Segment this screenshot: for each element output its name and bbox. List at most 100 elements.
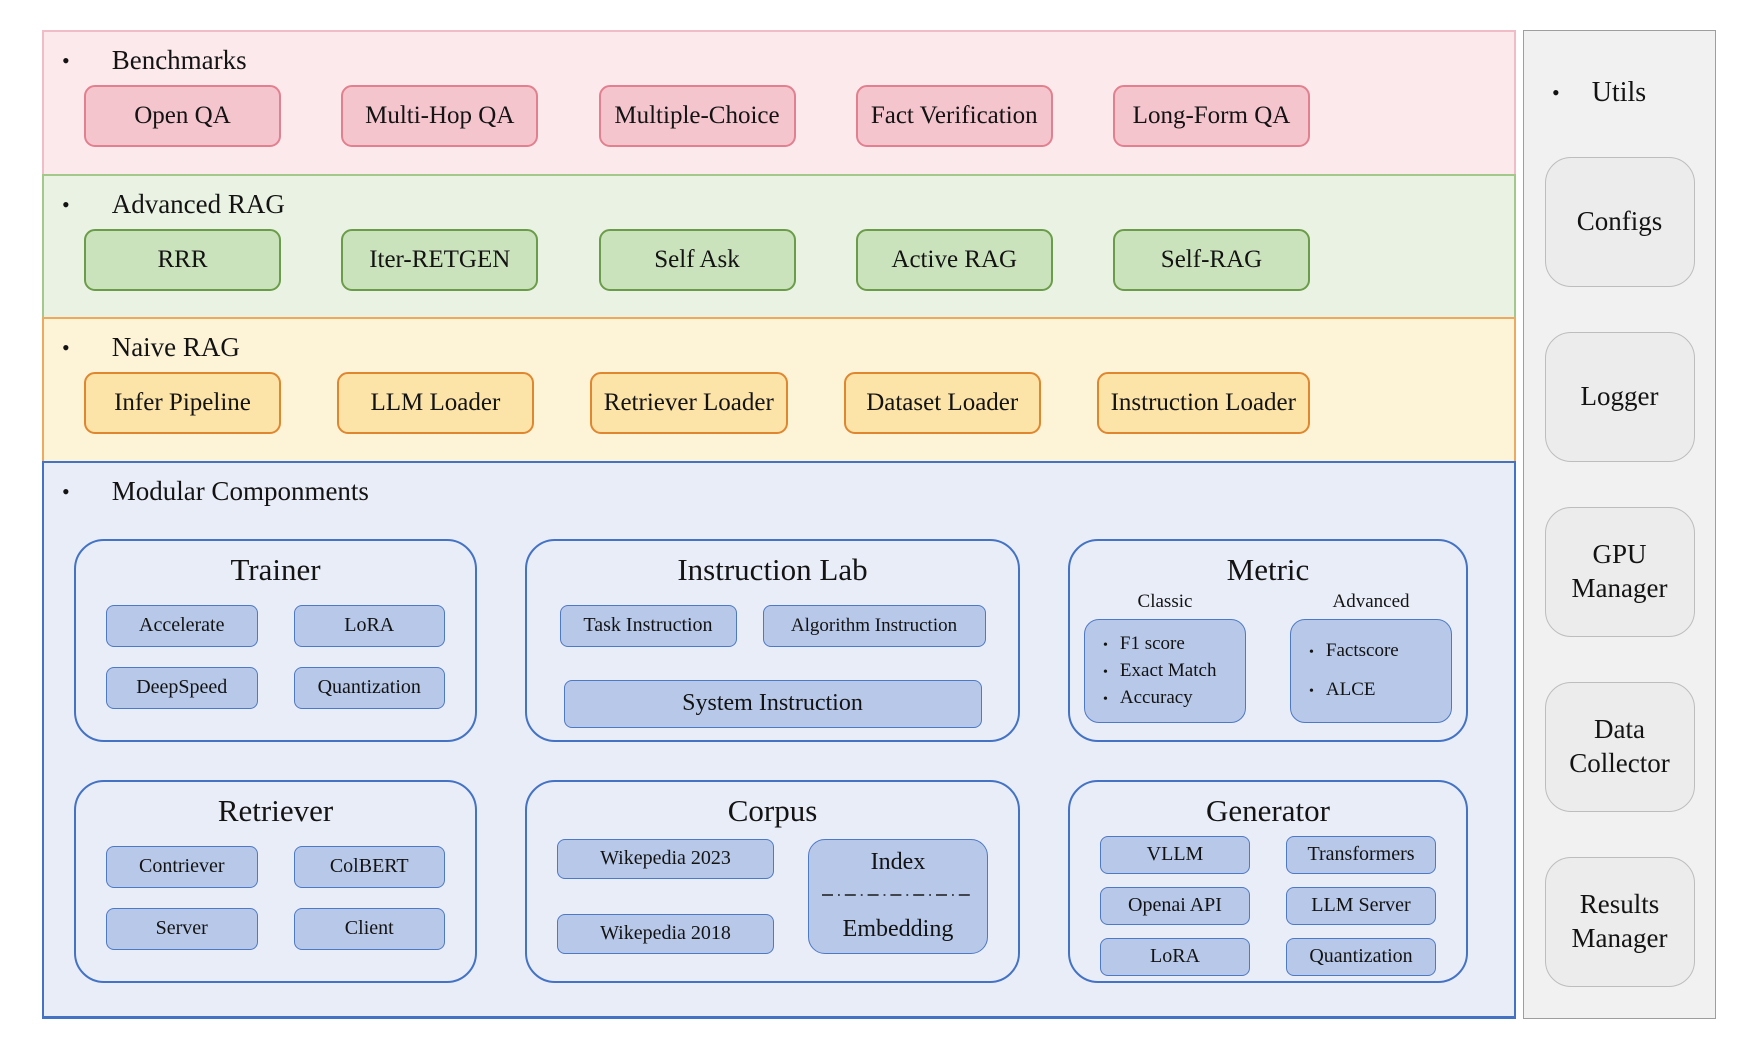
metric-item: • Factscore xyxy=(1299,640,1443,662)
node-multiple-choice: Multiple-Choice xyxy=(598,85,796,147)
modular-cards-grid: Trainer Accelerate LoRA DeepSpeed Quanti… xyxy=(44,539,1514,983)
card-title: Trainer xyxy=(230,552,321,587)
section-title-advanced-rag: • Advanced RAG xyxy=(44,176,1514,220)
node-self-ask: Self Ask xyxy=(598,229,796,291)
util-configs: Configs xyxy=(1544,157,1695,287)
card-title: Retriever xyxy=(217,793,334,828)
metric-item: • Accuracy xyxy=(1093,687,1237,709)
naive-rag-layer: • Naive RAG Infer Pipeline LLM Loader Re… xyxy=(42,317,1516,463)
bullet-icon: • xyxy=(62,47,70,73)
metric-item-label: Factscore xyxy=(1325,640,1399,662)
node-self-rag: Self-RAG xyxy=(1113,229,1310,291)
section-title-naive-rag: • Naive RAG xyxy=(44,319,1514,363)
benchmarks-node-row: Open QA Multi-Hop QA Multiple-Choice Fac… xyxy=(84,85,1310,147)
bullet-icon: • xyxy=(1552,80,1560,105)
chip-server: Server xyxy=(106,907,258,950)
metric-classic-label: Classic xyxy=(1137,590,1193,612)
section-title-benchmarks: • Benchmarks xyxy=(44,32,1514,76)
node-infer-pipeline: Infer Pipeline xyxy=(84,372,281,434)
corpus-body: Wikepedia 2023 Wikepedia 2018 Index Embe… xyxy=(527,838,1018,954)
chip-quantization: Quantization xyxy=(293,666,445,709)
instruction-lab-card: Instruction Lab Task Instruction Algorit… xyxy=(525,539,1020,742)
chip-client: Client xyxy=(293,907,445,950)
advanced-rag-node-row: RRR Iter-RETGEN Self Ask Active RAG Self… xyxy=(84,229,1310,291)
util-logger: Logger xyxy=(1544,332,1695,462)
metric-groups: Classic • F1 score • Exact Match xyxy=(1070,591,1466,723)
card-title: Generator xyxy=(1206,793,1330,828)
metric-card: Metric Classic • F1 score • xyxy=(1068,539,1468,742)
node-fact-verification: Fact Verification xyxy=(855,85,1053,147)
node-retriever-loader: Retriever Loader xyxy=(589,372,788,434)
node-instruction-loader: Instruction Loader xyxy=(1096,372,1310,434)
card-title: Metric xyxy=(1226,552,1310,587)
chip-transformers: Transformers xyxy=(1286,835,1436,874)
benchmarks-layer: • Benchmarks Open QA Multi-Hop QA Multip… xyxy=(42,30,1516,176)
chip-wikepedia-2018: Wikepedia 2018 xyxy=(557,913,774,954)
instruction-chip-row: Task Instruction Algorithm Instruction xyxy=(527,604,1018,647)
dash-dot-divider xyxy=(822,894,974,896)
metric-classic-group: Classic • F1 score • Exact Match xyxy=(1084,591,1246,723)
metric-item-label: ALCE xyxy=(1325,679,1376,701)
section-title-modular: • Modular Componments xyxy=(44,463,1514,507)
trainer-chip-grid: Accelerate LoRA DeepSpeed Quantization xyxy=(76,604,475,709)
section-title-label: Utils xyxy=(1591,77,1647,108)
chip-colbert: ColBERT xyxy=(293,845,445,888)
bullet-icon: • xyxy=(1103,637,1108,653)
modular-components-layer: • Modular Componments Trainer Accelerate… xyxy=(42,461,1516,1019)
chip-openai-api: Openai API xyxy=(1100,886,1250,925)
utils-box-column: Configs Logger GPU Manager Data Collecto… xyxy=(1524,157,1715,987)
node-active-rag: Active RAG xyxy=(855,229,1053,291)
trainer-card: Trainer Accelerate LoRA DeepSpeed Quanti… xyxy=(74,539,477,742)
chip-wikepedia-2023: Wikepedia 2023 xyxy=(557,838,774,879)
index-label: Index xyxy=(870,848,926,875)
bullet-icon: • xyxy=(1103,691,1108,707)
bullet-icon: • xyxy=(1103,664,1108,680)
card-title: Corpus xyxy=(727,793,818,828)
chip-algorithm-instruction: Algorithm Instruction xyxy=(762,604,986,647)
util-data-collector: Data Collector xyxy=(1544,682,1695,812)
metric-advanced-group: Advanced • Factscore • ALCE xyxy=(1290,591,1452,723)
section-title-label: Naive RAG xyxy=(111,332,240,362)
node-open-qa: Open QA xyxy=(84,85,281,147)
chip-llm-server: LLM Server xyxy=(1286,886,1436,925)
section-title-label: Benchmarks xyxy=(111,45,247,75)
node-iter-retgen: Iter-RETGEN xyxy=(341,229,539,291)
corpus-card: Corpus Wikepedia 2023 Wikepedia 2018 Ind… xyxy=(525,780,1020,983)
node-long-form-qa: Long-Form QA xyxy=(1113,85,1310,147)
bullet-icon: • xyxy=(62,334,70,360)
diagram-main-column: • Benchmarks Open QA Multi-Hop QA Multip… xyxy=(42,30,1516,1019)
chip-lora-generator: LoRA xyxy=(1100,937,1250,976)
section-title-utils: • Utils xyxy=(1524,77,1715,109)
bullet-icon: • xyxy=(62,191,70,217)
node-multi-hop-qa: Multi-Hop QA xyxy=(341,85,539,147)
chip-deepspeed: DeepSpeed xyxy=(106,666,258,709)
bullet-icon: • xyxy=(1309,684,1314,700)
util-results-manager: Results Manager xyxy=(1544,857,1695,987)
node-llm-loader: LLM Loader xyxy=(336,372,534,434)
util-gpu-manager: GPU Manager xyxy=(1544,507,1695,637)
node-rrr: RRR xyxy=(84,229,281,291)
node-dataset-loader: Dataset Loader xyxy=(843,372,1041,434)
chip-lora: LoRA xyxy=(293,604,445,647)
chip-vllm: VLLM xyxy=(1100,835,1250,874)
bullet-icon: • xyxy=(62,478,70,504)
naive-rag-node-row: Infer Pipeline LLM Loader Retriever Load… xyxy=(84,372,1310,434)
chip-system-instruction: System Instruction xyxy=(563,679,982,728)
chip-contriever: Contriever xyxy=(106,845,258,888)
metric-advanced-box: • Factscore • ALCE xyxy=(1290,618,1452,723)
chip-quantization-generator: Quantization xyxy=(1286,937,1436,976)
metric-item: • F1 score xyxy=(1093,633,1237,655)
generator-card: Generator VLLM Transformers Openai API L… xyxy=(1068,780,1468,983)
section-title-label: Advanced RAG xyxy=(111,189,285,219)
utils-panel: • Utils Configs Logger GPU Manager Data … xyxy=(1523,30,1716,1019)
retriever-card: Retriever Contriever ColBERT Server Clie… xyxy=(74,780,477,983)
metric-advanced-label: Advanced xyxy=(1332,590,1410,612)
metric-item: • ALCE xyxy=(1299,679,1443,701)
metric-item-label: Accuracy xyxy=(1119,686,1193,708)
chip-accelerate: Accelerate xyxy=(106,604,258,647)
bullet-icon: • xyxy=(1309,645,1314,661)
retriever-chip-grid: Contriever ColBERT Server Client xyxy=(76,845,475,950)
corpus-chip-column: Wikepedia 2023 Wikepedia 2018 xyxy=(557,838,774,954)
card-title: Instruction Lab xyxy=(677,552,868,587)
